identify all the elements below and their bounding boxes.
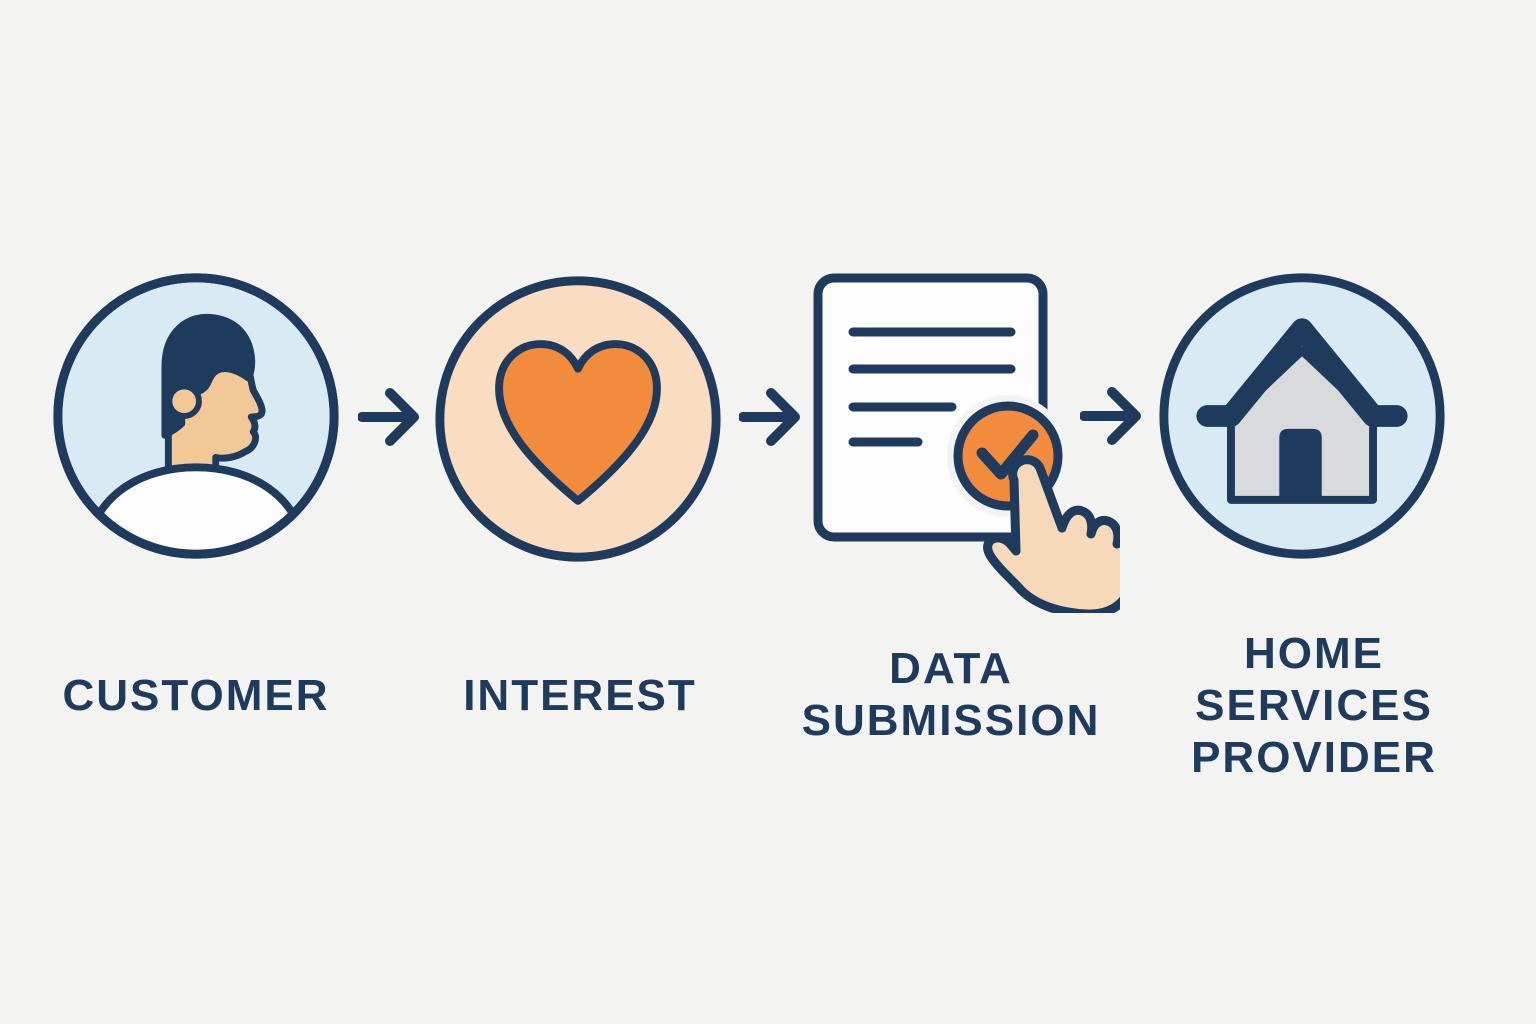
customer-avatar-icon bbox=[48, 268, 344, 564]
step-label-customer: CUSTOMER bbox=[62, 671, 330, 720]
step-label-home-services-provider: HOME SERVICES PROVIDER bbox=[1191, 629, 1437, 782]
step-label-data-submission: DATA SUBMISSION bbox=[801, 644, 1101, 745]
heart-icon bbox=[430, 271, 726, 567]
document-checkmark-hand-icon bbox=[800, 268, 1120, 613]
arrow-right-icon bbox=[358, 387, 422, 447]
arrow-right-icon bbox=[1080, 386, 1144, 446]
arrow-right-icon bbox=[739, 387, 803, 447]
house-icon bbox=[1154, 268, 1450, 564]
step-label-interest: INTEREST bbox=[463, 671, 697, 720]
